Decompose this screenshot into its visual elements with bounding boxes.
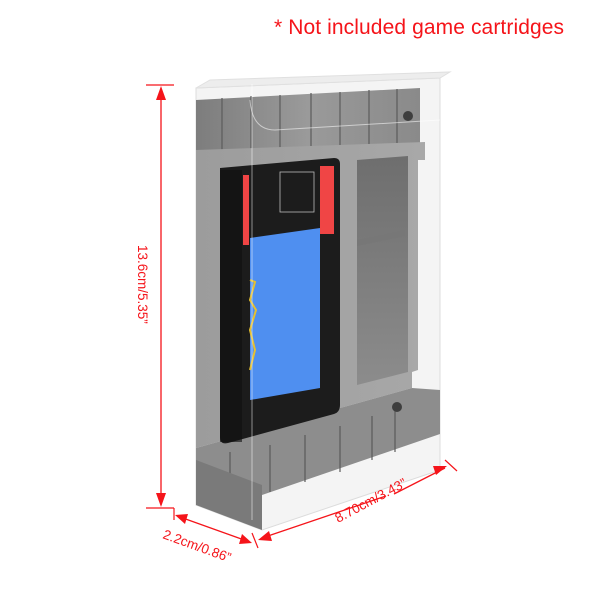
width-dimension bbox=[258, 459, 458, 541]
case-highlight bbox=[249, 84, 441, 520]
cartridge bbox=[196, 88, 440, 530]
disclaimer-note: * Not included game cartridges bbox=[274, 16, 565, 39]
depth-dimension bbox=[173, 508, 259, 549]
height-dimension bbox=[146, 84, 174, 509]
cartridge-screen-art bbox=[250, 228, 320, 400]
height-label: 13.6cm/5.35” bbox=[135, 245, 150, 324]
